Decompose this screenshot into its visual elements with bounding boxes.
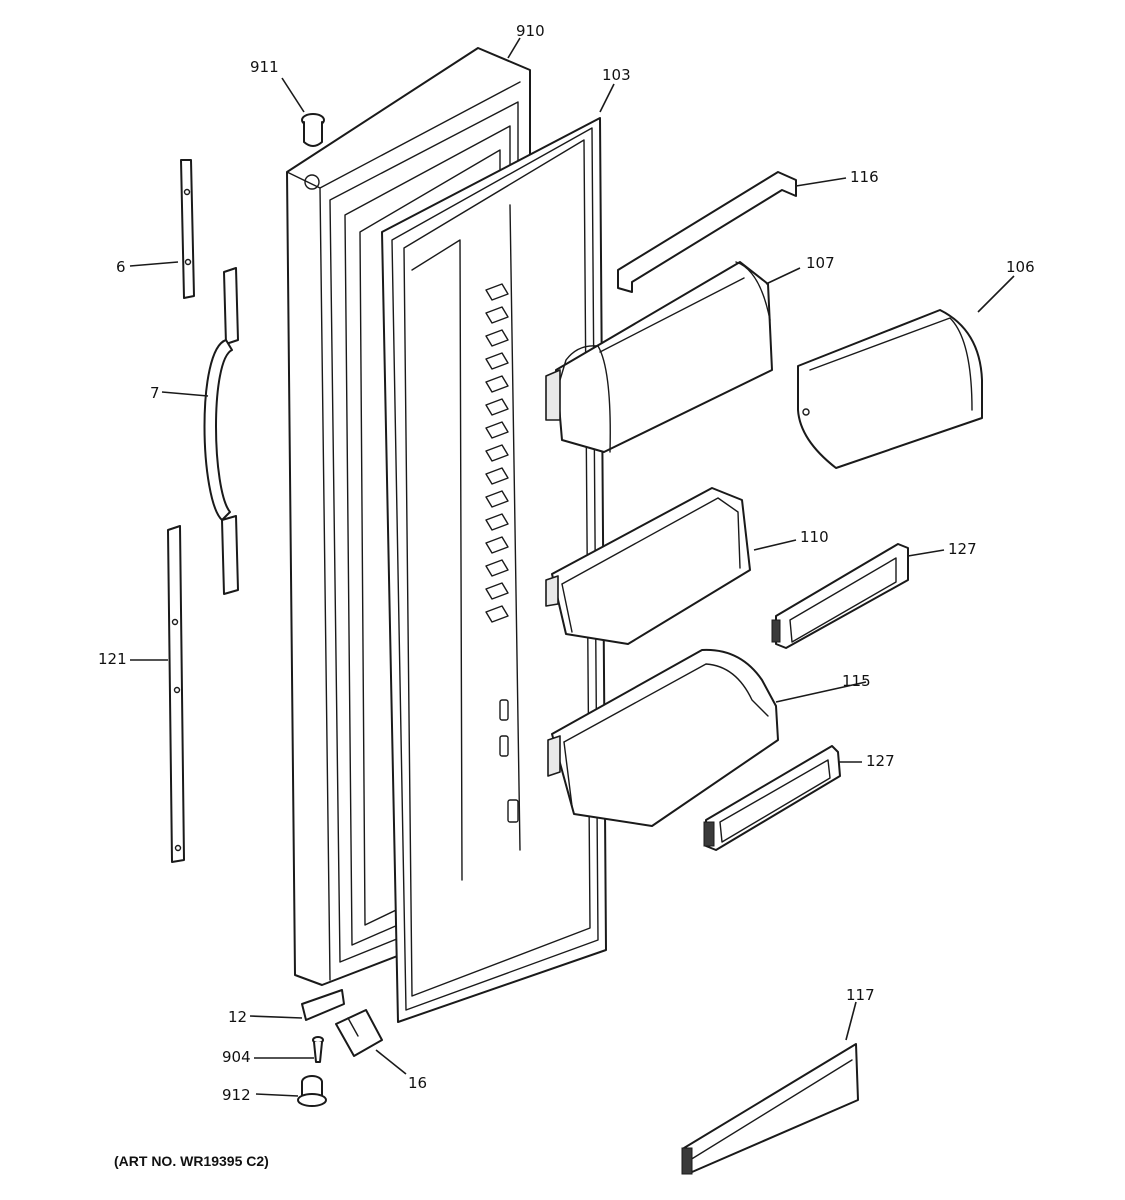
callout-910: 910 (516, 22, 545, 40)
callout-106: 106 (1006, 258, 1035, 276)
door-bin-115 (547, 648, 779, 827)
cap-912 (297, 1075, 327, 1107)
callout-103: 103 (602, 66, 631, 84)
leader-lines (129, 37, 1015, 1097)
callout-904: 904 (222, 1048, 251, 1066)
trim-strip-121 (167, 525, 185, 863)
callout-110: 110 (800, 528, 829, 546)
bin-cover-116 (617, 171, 797, 293)
liner-shelf-ridges (485, 283, 509, 623)
hinge-16 (335, 1009, 383, 1057)
callout-116: 116 (850, 168, 879, 186)
callout-16: 16 (408, 1074, 427, 1092)
screw-904 (312, 1036, 324, 1063)
door-handle-7 (203, 267, 239, 595)
callout-127-upper: 127 (948, 540, 977, 558)
callout-6: 6 (116, 258, 126, 276)
storage-bin-106 (797, 309, 983, 469)
callout-911: 911 (250, 58, 279, 76)
top-cap-911 (301, 113, 325, 147)
door-bin-110 (545, 487, 751, 645)
callout-121: 121 (98, 650, 127, 668)
callout-7: 7 (150, 384, 160, 402)
callout-115: 115 (842, 672, 871, 690)
callout-127-lower: 127 (866, 752, 895, 770)
bin-front-117 (681, 1043, 859, 1175)
callout-labels: 910 911 103 116 107 106 6 7 110 127 121 … (98, 22, 1035, 1104)
bin-trim-127-lower (703, 745, 841, 851)
trim-strip-6 (180, 159, 195, 299)
door-liner-gasket (381, 117, 607, 1023)
bin-trim-127-upper (771, 543, 909, 649)
callout-12: 12 (228, 1008, 247, 1026)
hinge-bracket-12 (301, 989, 345, 1021)
door-bin-107 (545, 261, 773, 453)
callout-117: 117 (846, 986, 875, 1004)
art-number: (ART NO. WR19395 C2) (114, 1153, 269, 1169)
callout-107: 107 (806, 254, 835, 272)
callout-912: 912 (222, 1086, 251, 1104)
